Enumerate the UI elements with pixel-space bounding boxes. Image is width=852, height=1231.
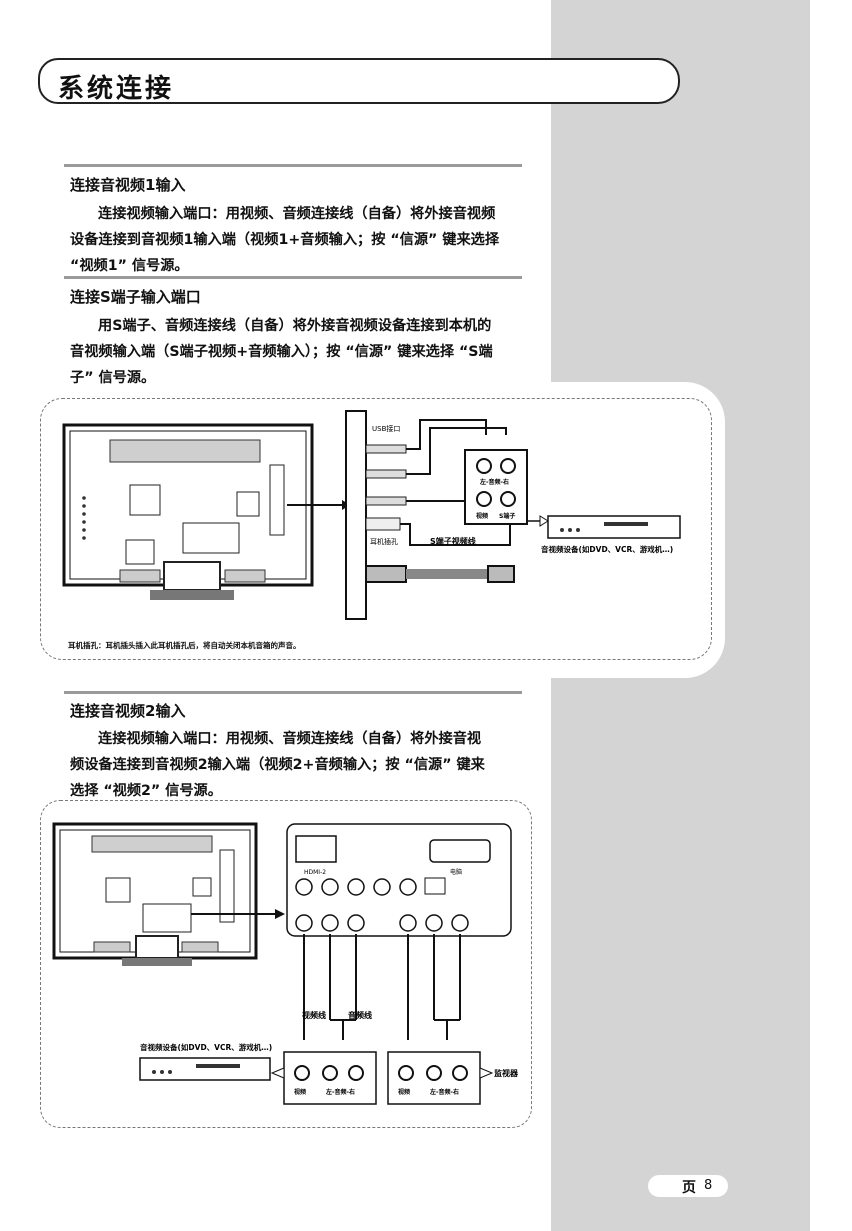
- paragraph-line: 设备连接到音视频1输入端（视频1+音频输入；按 “信源” 键来选择: [70, 232, 500, 248]
- audio-cable-label: 音频线: [348, 1010, 372, 1020]
- earphone-label: 耳机插孔: [370, 537, 398, 546]
- paragraph-line: 连接视频输入端口：用视频、音频连接线（自备）将外接音视频: [98, 206, 496, 222]
- device-label: 音视频设备(如DVD、VCR、游戏机…): [541, 544, 673, 554]
- section-paragraph: 连接视频输入端口：用视频、音频连接线（自备）将外接音视 频设备连接到音视频2输入…: [70, 726, 522, 804]
- paragraph-line: 选择 “视频2” 信号源。: [70, 783, 222, 799]
- audio-label: 左-音频-右: [479, 478, 509, 486]
- note-text: 耳机插孔：耳机插头插入此耳机插孔后，将自动关闭本机音箱的声音。: [68, 641, 301, 650]
- paragraph-line: 音视频输入端（S端子视频+音频输入）；按 “信源” 键来选择 “S端: [70, 344, 493, 360]
- section-paragraph: 用S端子、音频连接线（自备）将外接音视频设备连接到本机的 音视频输入端（S端子视…: [70, 313, 522, 391]
- paragraph-line: 频设备连接到音视频2输入端（视频2+音频输入；按 “信源” 键来: [70, 757, 485, 773]
- paragraph-line: “视频1” 信号源。: [70, 258, 189, 274]
- paragraph-line: 子” 信号源。: [70, 370, 156, 386]
- monitor-label: 监视器: [494, 1068, 519, 1078]
- video-label: 视频: [476, 512, 488, 520]
- device-label: 音视频设备(如DVD、VCR、游戏机…): [140, 1042, 272, 1052]
- page-indicator: 页 8: [648, 1175, 728, 1197]
- page-number: 8: [704, 1178, 713, 1193]
- section-rule: [64, 164, 522, 167]
- vga-label: 电脑: [450, 868, 462, 876]
- section-rule: [64, 691, 522, 694]
- video-label: 视频: [398, 1088, 410, 1096]
- s-cable-label: S端子视频线: [430, 536, 476, 546]
- section-rule: [64, 276, 522, 279]
- video-cable-label: 视频线: [302, 1010, 326, 1020]
- connection-diagram-1: USB接口 耳机插孔 S端子视频线 左-音频-右 视频 S端子 音视频设备(如D…: [62, 410, 681, 620]
- section-heading: 连接S端子输入端口: [70, 288, 201, 306]
- section-paragraph: 连接视频输入端口：用视频、音频连接线（自备）将外接音视频 设备连接到音视频1输入…: [70, 201, 522, 279]
- paragraph-line: 用S端子、音频连接线（自备）将外接音视频设备连接到本机的: [98, 318, 492, 334]
- usb-label: USB接口: [372, 424, 400, 433]
- section-heading: 连接音视频1输入: [70, 176, 186, 194]
- video-label: 视频: [294, 1088, 306, 1096]
- connection-diagram-2: HDMI-2 电脑 视频线 音频线 视频 左-音频-右 视频 左-音频-右 音视…: [52, 822, 519, 1105]
- section-heading: 连接音视频2输入: [70, 702, 186, 720]
- hdmi-label: HDMI-2: [304, 869, 326, 876]
- audio-label: 左-音频-右: [325, 1088, 355, 1096]
- s-label: S端子: [499, 512, 515, 520]
- diagram-frame: [40, 800, 532, 1128]
- diagram-frame: [40, 398, 712, 660]
- audio-label: 左-音频-右: [429, 1088, 459, 1096]
- title-bar: 系统连接: [38, 58, 680, 104]
- page-title: 系统连接: [58, 74, 175, 104]
- page-label: 页: [682, 1180, 696, 1196]
- paragraph-line: 连接视频输入端口：用视频、音频连接线（自备）将外接音视: [98, 731, 482, 747]
